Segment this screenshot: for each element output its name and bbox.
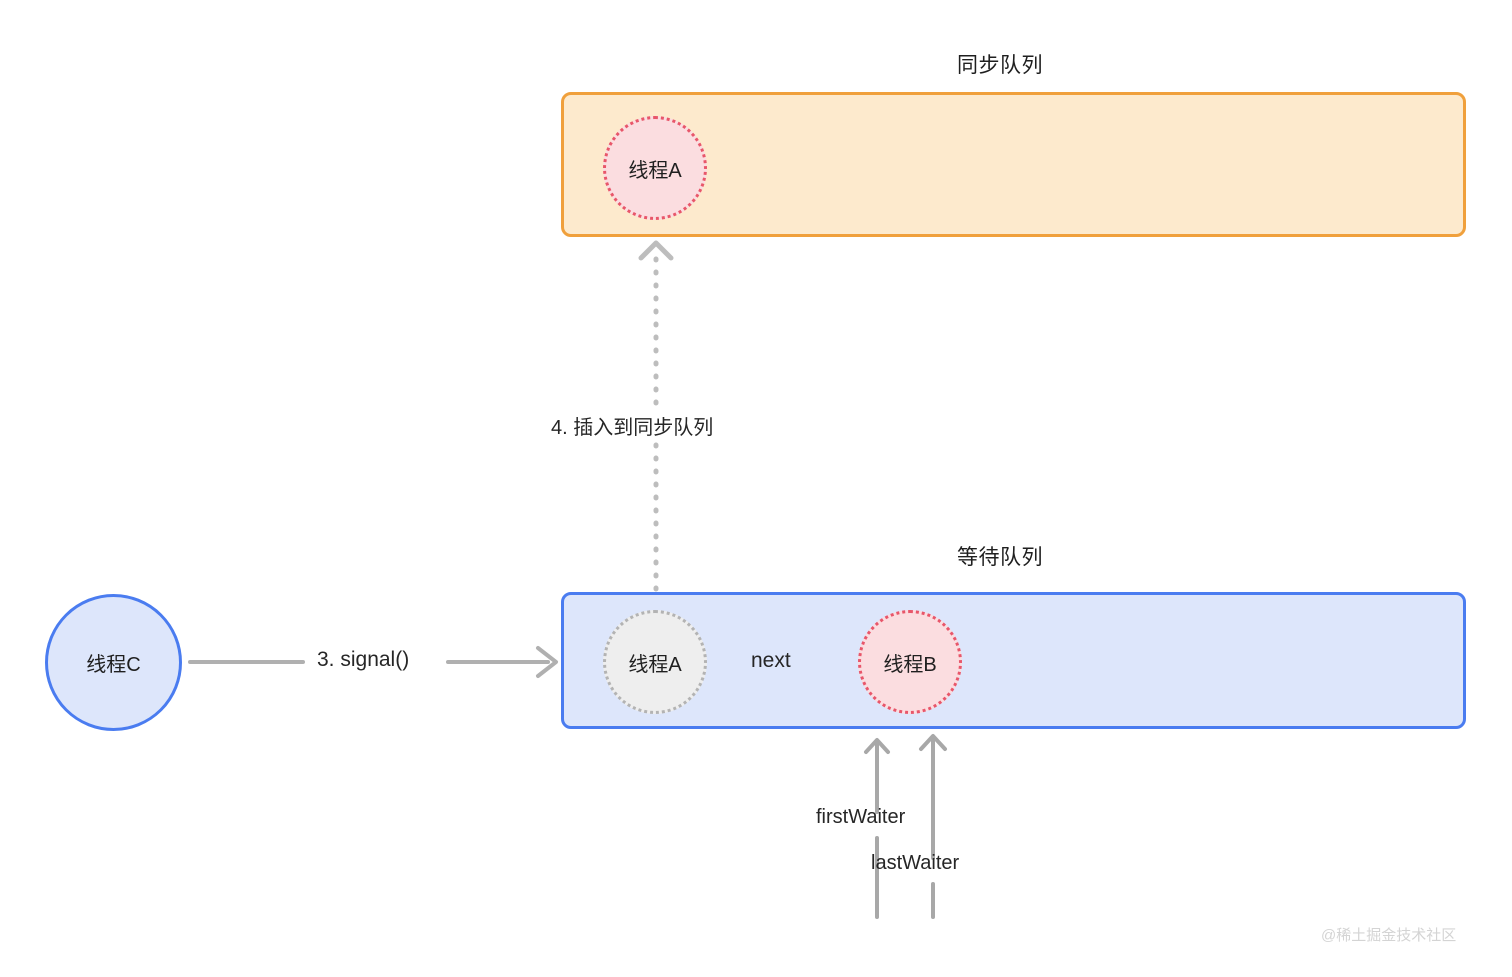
sync-queue-box <box>561 92 1466 237</box>
node-thread-b[interactable]: 线程B <box>858 610 962 714</box>
last-waiter-pointer <box>919 734 947 919</box>
node-thread-a-wait[interactable]: 线程A <box>603 610 707 714</box>
node-label: 线程A <box>628 159 682 182</box>
first-waiter-label: firstWaiter <box>816 806 906 828</box>
node-label: 线程C <box>86 654 141 676</box>
node-thread-c[interactable]: 线程C <box>45 594 182 731</box>
insert-edge-label: 4. 插入到同步队列 <box>551 417 714 439</box>
node-thread-a-sync[interactable]: 线程A <box>603 116 707 220</box>
wait-queue-box <box>561 592 1466 729</box>
next-edge-label: next <box>751 649 791 672</box>
watermark: @稀土掘金技术社区 <box>1321 927 1457 944</box>
last-waiter-label: lastWaiter <box>871 852 960 874</box>
node-label: 线程B <box>883 653 937 676</box>
node-label: 线程A <box>628 653 682 676</box>
sync-queue-title: 同步队列 <box>957 54 1043 77</box>
signal-edge-label: 3. signal() <box>317 648 410 671</box>
wait-queue-title: 等待队列 <box>957 546 1043 569</box>
